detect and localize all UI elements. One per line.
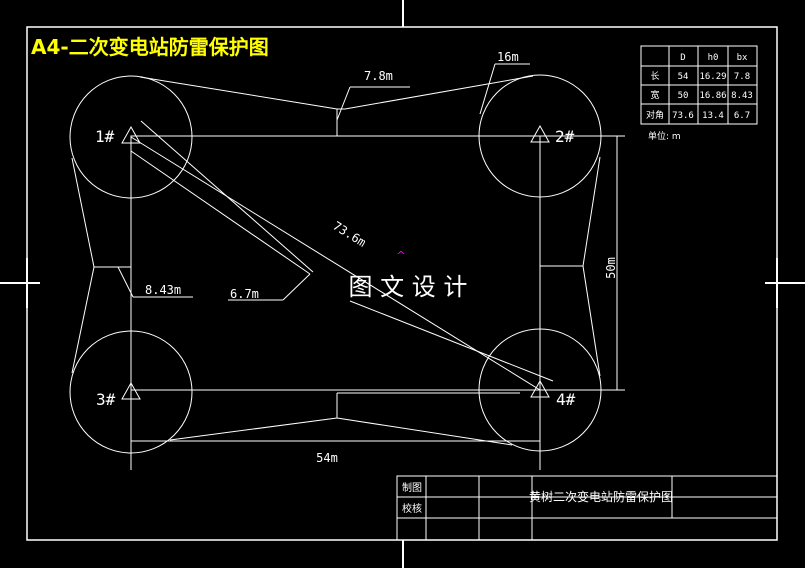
- param-cell: 13.4: [702, 111, 724, 121]
- rod-4-icon: [530, 379, 550, 398]
- station-outline: [130, 135, 541, 391]
- dim-bx-side: 8.43m: [145, 283, 181, 297]
- title-block-draw-label: 制图: [402, 481, 422, 494]
- watermark-text: 图 文 设 计: [349, 273, 468, 301]
- title-block: 制图 校核 黄树二次变电站防雷保护图: [396, 475, 778, 541]
- dim-diagonal: 73.6m: [330, 219, 368, 250]
- diagonal-band: [130, 120, 554, 391]
- param-row-label: 宽: [650, 89, 659, 101]
- protection-envelope: [71, 75, 601, 446]
- param-table: D h0 bx 长 54 16.29 7.8 宽 50 16.86 8.43 对…: [640, 45, 758, 142]
- param-cell: 54: [678, 72, 689, 82]
- param-cell: 50: [678, 91, 689, 101]
- rod-4-label: 4#: [556, 390, 576, 409]
- rod-2-icon: [530, 124, 550, 143]
- param-cell: 16.29: [699, 72, 726, 82]
- param-header-h0: h0: [708, 53, 719, 63]
- param-row-label: 对角: [646, 109, 664, 121]
- param-cell: 6.7: [734, 111, 750, 121]
- param-cell: 16.86: [699, 91, 726, 101]
- dim-width: 54m: [316, 451, 338, 465]
- param-cell: 73.6: [672, 111, 694, 121]
- param-row-label: 长: [650, 70, 659, 82]
- dim-height: 50m: [604, 257, 618, 279]
- param-header-bx: bx: [737, 53, 748, 63]
- dimension-leaders: [117, 63, 625, 470]
- title-block-check-label: 校核: [402, 502, 422, 515]
- rod-markers: [121, 124, 550, 400]
- param-cell: 7.8: [734, 72, 750, 82]
- param-cell: 8.43: [731, 91, 753, 101]
- title-block-drawing-name: 黄树二次变电站防雷保护图: [529, 489, 673, 504]
- param-unit-label: 单位: m: [648, 130, 681, 142]
- rod-3-label: 3#: [96, 390, 116, 409]
- dim-gap-top: 7.8m: [364, 69, 393, 83]
- param-header-d: D: [680, 53, 685, 63]
- insertion-marker: ^: [396, 249, 405, 262]
- rod-1-label: 1#: [95, 127, 115, 146]
- drawing-title: A4-二次变电站防雷保护图: [31, 35, 269, 59]
- rod-1-icon: [121, 125, 141, 144]
- rod-3-icon: [121, 381, 141, 400]
- dim-radius: 16m: [497, 50, 519, 64]
- dim-bx-diag: 6.7m: [230, 287, 259, 301]
- rod-2-label: 2#: [555, 127, 575, 146]
